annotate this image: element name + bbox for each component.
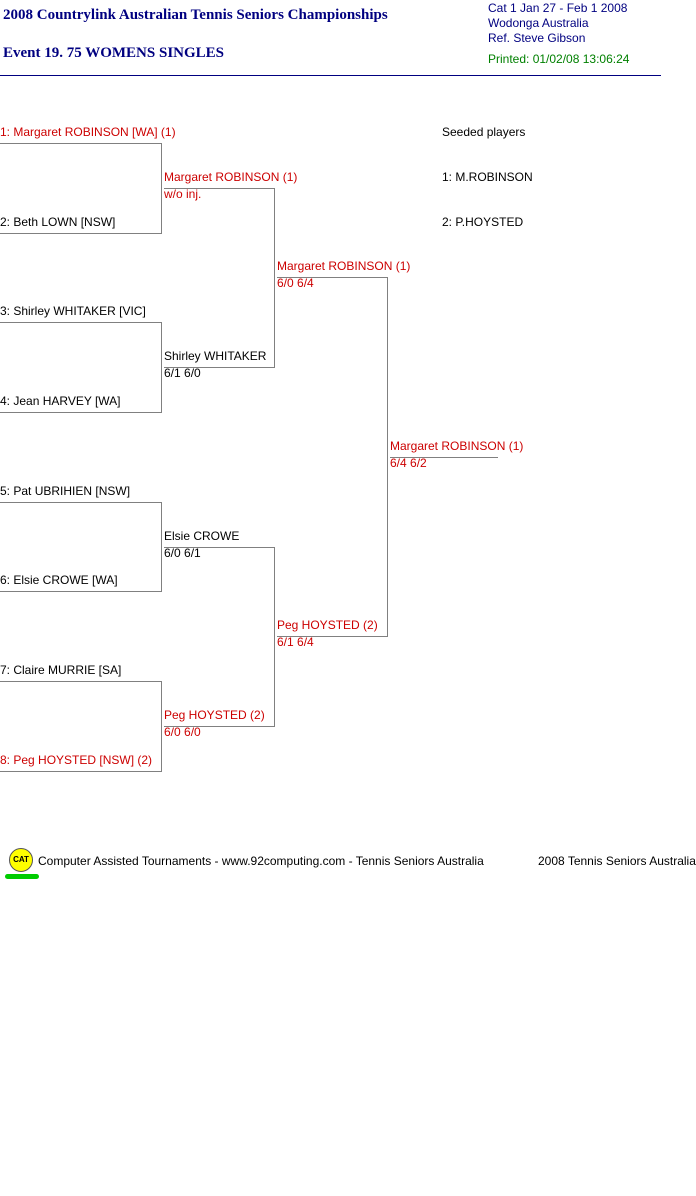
r2-winner-3: Elsie CROWE (164, 529, 240, 543)
sf-winner-2: Peg HOYSTED (2) (277, 618, 378, 632)
bracket-line (161, 322, 162, 413)
bracket-line (161, 502, 162, 592)
entrant-6: 6: Elsie CROWE [WA] (0, 573, 118, 587)
bracket-line (277, 277, 387, 278)
final-score: 6/4 6/2 (390, 456, 427, 470)
entrant-1: 1: Margaret ROBINSON [WA] (1) (0, 125, 176, 139)
bracket-line (277, 636, 387, 637)
final-winner: Margaret ROBINSON (1) (390, 439, 524, 453)
bracket-line (164, 547, 274, 548)
cat-logo-icon: CAT (9, 848, 33, 872)
seed-1: 1: M.ROBINSON (442, 170, 533, 184)
bracket-line (0, 502, 161, 503)
bracket-line (164, 188, 274, 189)
bracket-line (161, 681, 162, 772)
category-dates: Cat 1 Jan 27 - Feb 1 2008 (488, 1, 628, 15)
seed-2: 2: P.HOYSTED (442, 215, 524, 229)
r2-score-3: 6/0 6/1 (164, 546, 201, 560)
bracket-line (0, 591, 161, 592)
entrant-5: 5: Pat UBRIHIEN [NSW] (0, 484, 131, 498)
referee: Ref. Steve Gibson (488, 31, 586, 45)
r2-winner-2: Shirley WHITAKER (164, 349, 267, 363)
r2-score-1: w/o inj. (164, 187, 202, 201)
footer-right-text: 2008 Tennis Seniors Australia (538, 854, 696, 868)
r2-score-2: 6/1 6/0 (164, 366, 201, 380)
sf-score-2: 6/1 6/4 (277, 635, 314, 649)
bracket-line (0, 681, 161, 682)
entrant-4: 4: Jean HARVEY [WA] (0, 394, 121, 408)
bracket-line (0, 322, 161, 323)
entrant-8: 8: Peg HOYSTED [NSW] (2) (0, 753, 153, 767)
bracket-line (274, 547, 275, 727)
bracket-line (0, 771, 161, 772)
r2-winner-1: Margaret ROBINSON (1) (164, 170, 298, 184)
location: Wodonga Australia (488, 16, 589, 30)
bracket-line (0, 412, 161, 413)
footer-credit: Computer Assisted Tournaments - www.92co… (38, 854, 484, 868)
header-divider (0, 75, 661, 76)
bracket-line (161, 143, 162, 234)
sf-score-1: 6/0 6/4 (277, 276, 314, 290)
entrant-3: 3: Shirley WHITAKER [VIC] (0, 304, 146, 318)
bracket-line (164, 367, 274, 368)
bracket-line (274, 188, 275, 368)
logo-swoosh (5, 874, 39, 879)
printed-timestamp: Printed: 01/02/08 13:06:24 (488, 52, 630, 66)
bracket-line (164, 726, 274, 727)
seeds-heading: Seeded players (442, 125, 526, 139)
sf-winner-1: Margaret ROBINSON (1) (277, 259, 411, 273)
r2-winner-4: Peg HOYSTED (2) (164, 708, 265, 722)
bracket-line (0, 143, 161, 144)
bracket-line (0, 233, 161, 234)
event-title: Event 19. 75 WOMENS SINGLES (3, 45, 225, 61)
entrant-7: 7: Claire MURRIE [SA] (0, 663, 122, 677)
bracket-line (390, 457, 498, 458)
tournament-title: 2008 Countrylink Australian Tennis Senio… (3, 7, 388, 23)
entrant-2: 2: Beth LOWN [NSW] (0, 215, 116, 229)
bracket-line (387, 277, 388, 637)
r2-score-4: 6/0 6/0 (164, 725, 201, 739)
